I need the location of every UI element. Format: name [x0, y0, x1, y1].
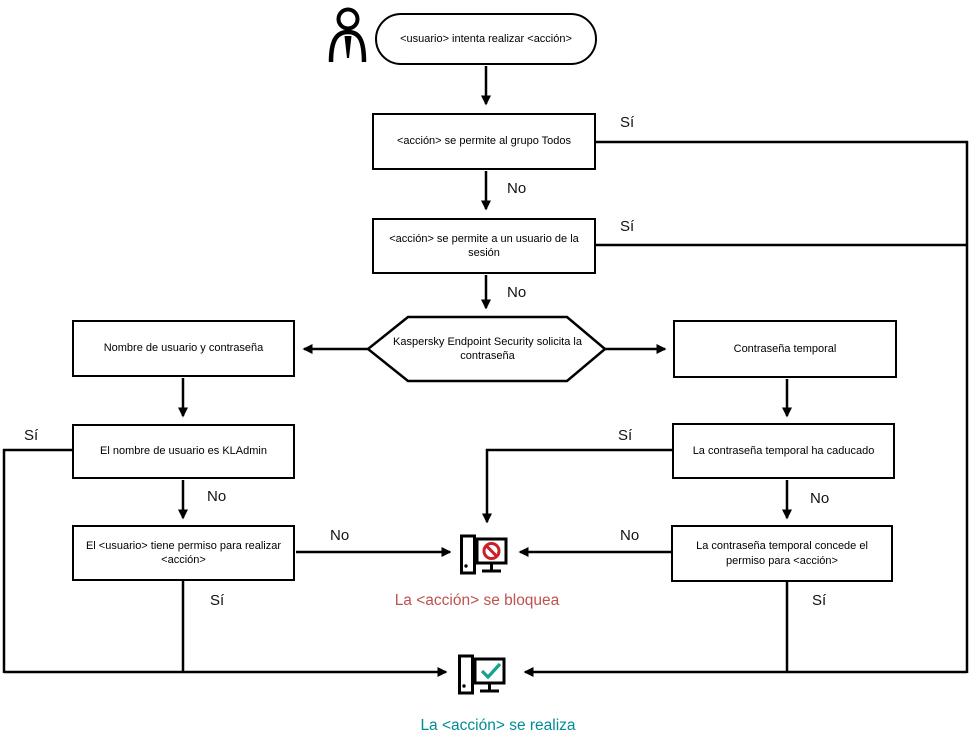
edge-label-yes-allow-session: Sí — [620, 218, 635, 235]
node-label: Contraseña temporal — [733, 342, 837, 355]
edge-label-no-temp-grants: No — [620, 527, 640, 544]
user-icon — [328, 7, 367, 63]
decision-hexagon-shape — [365, 315, 607, 383]
node-action-allowed-everyone: <acción> se permite al grupo Todos — [372, 113, 596, 170]
node-label: La contraseña temporal concede el permis… — [696, 540, 868, 567]
node-label: Nombre de usuario y contraseña — [103, 342, 264, 355]
outcome-blocked-label: La <acción> se bloquea — [394, 592, 560, 609]
edge-label-yes-temp-expired: Sí — [618, 427, 633, 444]
edge-label-no-allow-session: No — [507, 284, 527, 301]
node-temporary-password: Contraseña temporal — [673, 320, 897, 378]
edge-label-yes-kladmin: Sí — [24, 427, 39, 444]
node-kes-prompts-password: Kaspersky Endpoint Security solicita la … — [385, 327, 590, 371]
node-start: <usuario> intenta realizar <acción> — [375, 13, 597, 65]
node-action-allowed-session-user: <acción> se permite a un usuario de la s… — [372, 218, 596, 274]
connectors — [2, 66, 969, 677]
allowed-computer-icon — [458, 654, 506, 695]
node-label: <acción> se permite al grupo Todos — [396, 135, 572, 148]
blocked-computer-icon — [460, 534, 508, 575]
node-temp-password-grants-permission: La contraseña temporal concede el permis… — [671, 525, 893, 582]
node-label: Kaspersky Endpoint Security solicita la … — [393, 335, 582, 362]
edge-label-yes-temp-grants: Sí — [812, 592, 827, 609]
node-temp-password-expired: La contraseña temporal ha caducado — [672, 423, 895, 479]
edge-label-yes-allow-all: Sí — [620, 114, 635, 131]
edge-label-yes-user-perm: Sí — [210, 592, 225, 609]
check-icon — [480, 662, 502, 680]
node-username-is-kladmin: El nombre de usuario es KLAdmin — [72, 424, 295, 479]
edge-label-no-user-perm: No — [330, 527, 350, 544]
node-username-password: Nombre de usuario y contraseña — [72, 320, 295, 377]
node-label: El <usuario> tiene permiso para realizar… — [85, 539, 282, 566]
edge-label-no-kladmin: No — [207, 488, 227, 505]
prohibition-icon — [482, 542, 501, 560]
edge-label-no-temp-expired: No — [810, 490, 830, 507]
node-label: La contraseña temporal ha caducado — [692, 444, 875, 457]
node-start-label: <usuario> intenta realizar <acción> — [400, 32, 572, 45]
node-label: <acción> se permite a un usuario de la s… — [389, 232, 579, 259]
node-label: El nombre de usuario es KLAdmin — [100, 445, 267, 458]
node-user-has-permission: El <usuario> tiene permiso para realizar… — [72, 525, 295, 581]
edge-label-no-allow-all: No — [507, 180, 527, 197]
outcome-performed-label: La <acción> se realiza — [420, 717, 576, 734]
